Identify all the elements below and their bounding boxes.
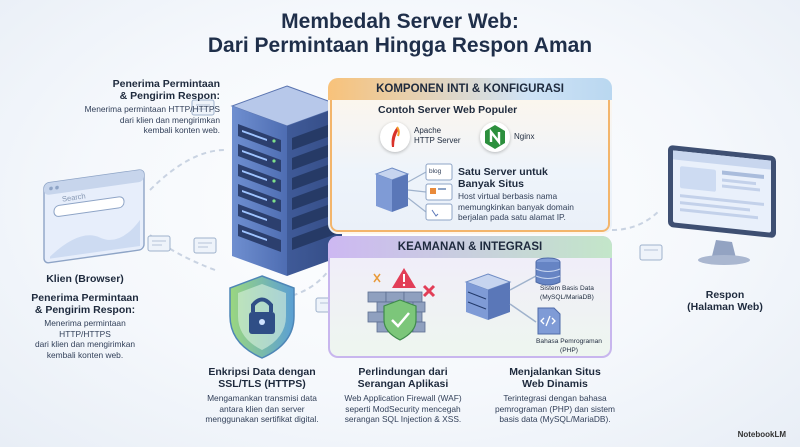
page-title: Membedah Server Web: Dari Permintaan Hin… — [0, 10, 800, 58]
waf-heading-2: Serangan Aplikasi — [357, 378, 449, 390]
client-role-heading-1: Penerima Permintaan — [31, 292, 139, 304]
shield-lock-icon — [229, 275, 295, 359]
vhost-block: Satu Server untuk Banyak Situs Host virt… — [458, 166, 608, 223]
ssl-body-1: Mengamankan transmisi data — [207, 393, 317, 403]
client-role-body-1: Menerima permintaan HTTP/HTTPS — [44, 318, 126, 339]
security-panel-header: KEAMANAN & INTEGRASI — [328, 236, 612, 258]
vhost-heading-2: Banyak Situs — [458, 178, 524, 190]
dynamic-heading-2: Web Dinamis — [522, 378, 588, 390]
request-arrow — [149, 149, 226, 191]
server-role-body-1: Menerima permintaan HTTP/HTTPS — [84, 104, 220, 114]
client-role-body-3: kembali konten web. — [46, 349, 124, 360]
waf-block: Perlindungan dari Serangan Aplikasi Web … — [318, 366, 488, 425]
dynamic-block: Menjalankan Situs Web Dinamis Terintegra… — [470, 366, 640, 425]
apache-logo — [380, 122, 410, 152]
response-label-1: Respon — [705, 289, 745, 301]
server-tower-icon — [230, 85, 344, 276]
popular-servers-title: Contoh Server Web Populer — [378, 104, 518, 116]
vhost-body-1: Host virtual berbasis nama — [458, 191, 558, 201]
php-label-2: (PHP) — [560, 346, 578, 354]
nginx-logo — [480, 122, 510, 152]
ssl-heading-1: Enkripsi Data dengan — [208, 366, 316, 378]
security-panel-title: KEAMANAN & INTEGRASI — [397, 241, 543, 253]
vhost-heading-1: Satu Server untuk — [458, 166, 548, 178]
server-role-block: Penerima Permintaan & Pengirim Respon: M… — [40, 78, 220, 136]
dynamic-body-3: basis data (MySQL/MariaDB). — [499, 414, 611, 424]
monitor-icon — [668, 145, 776, 265]
client-role-body-2: dari klien dan mengirimkan — [34, 339, 136, 349]
core-panel-title: KOMPONEN INTI & KONFIGURASI — [376, 83, 564, 95]
blog-tag: blog — [429, 168, 442, 175]
core-panel — [328, 78, 612, 234]
ssl-heading-2: SSL/TLS (HTTPS) — [218, 378, 306, 390]
db-label-1: Sistem Basis Data — [540, 285, 594, 292]
dynamic-heading-1: Menjalankan Situs — [509, 366, 601, 378]
waf-body-3: serangan SQL Injection & XSS. — [344, 414, 462, 424]
waf-heading-1: Perlindungan dari — [358, 366, 448, 378]
brand-watermark: NotebookLM — [737, 430, 786, 439]
virtual-host-icon — [374, 163, 453, 221]
ssl-body-2: antara klien dan server — [219, 403, 305, 414]
client-role-heading-2: & Pengirim Respon: — [34, 304, 136, 316]
apache-label-2: HTTP Server — [414, 136, 461, 145]
apache-label: Apache HTTP Server — [414, 126, 461, 146]
waf-body-2: seperti ModSecurity mencegah — [345, 403, 461, 414]
db-php-diagram — [464, 257, 561, 335]
waf-body-1: Web Application Firewall (WAF) — [344, 393, 462, 403]
nginx-label: Nginx — [514, 132, 535, 141]
ssl-body-3: menggunakan sertifikat digital. — [205, 414, 319, 424]
server-role-heading-1: Penerima Permintaan — [112, 78, 220, 90]
firewall-icon — [367, 268, 436, 341]
code-file-icon — [537, 307, 561, 335]
response-arrow — [611, 209, 661, 231]
php-label-1: Bahasa Pemrograman — [536, 338, 602, 345]
browser-window-icon — [43, 169, 145, 264]
vhost-body-2: memungkinkan banyak domain — [458, 201, 574, 212]
server-role-body-2: dari klien dan mengirimkan — [119, 114, 220, 125]
title-line-1: Membedah Server Web: — [281, 10, 519, 33]
apache-label-1: Apache — [414, 126, 442, 135]
server-role-body-3: kembali konten web. — [143, 125, 220, 135]
client-label: Klien (Browser) — [46, 273, 124, 285]
php-label: Bahasa Pemrograman (PHP) — [524, 338, 614, 355]
core-panel-header: KOMPONEN INTI & KONFIGURASI — [328, 78, 612, 100]
db-label: Sistem Basis Data (MySQL/MariaDB) — [540, 285, 614, 302]
vhost-body-3: berjalan pada satu alamat IP. — [458, 212, 566, 222]
ssl-block: Enkripsi Data dengan SSL/TLS (HTTPS) Men… — [178, 366, 346, 425]
response-label: Respon (Halaman Web) — [660, 289, 790, 313]
database-icon — [535, 257, 561, 286]
db-label-2: (MySQL/MariaDB) — [540, 293, 594, 301]
dynamic-body-1: Terintegrasi dengan bahasa — [503, 393, 607, 403]
title-line-2: Dari Permintaan Hingga Respon Aman — [207, 34, 593, 57]
client-role-block: Penerima Permintaan & Pengirim Respon: M… — [20, 292, 150, 360]
response-label-2: (Halaman Web) — [687, 301, 763, 313]
server-role-heading-2: & Pengirim Respon: — [119, 90, 220, 102]
dynamic-body-2: pemrograman (PHP) dan sistem — [494, 403, 616, 414]
